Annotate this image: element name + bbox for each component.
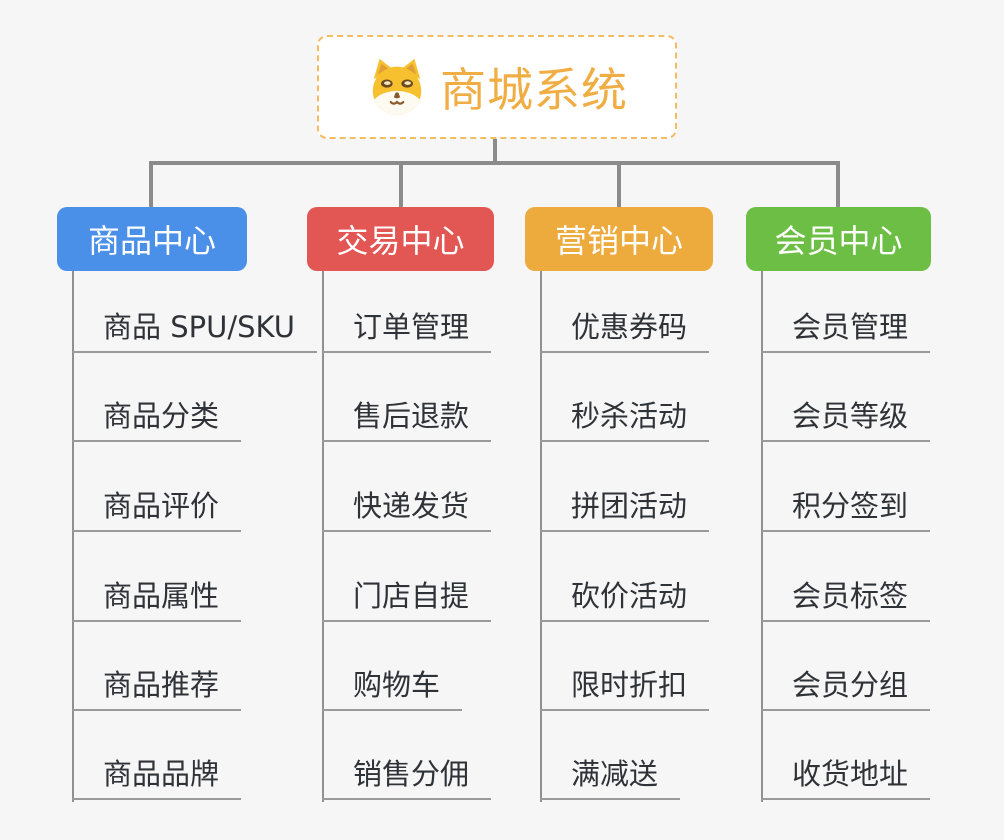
child-topic[interactable]: 优惠券码: [540, 309, 710, 353]
child-topic[interactable]: 售后退款: [322, 398, 492, 442]
branch-label: 会员中心: [774, 222, 903, 260]
branch-label: 交易中心: [336, 222, 465, 260]
branch-node-product-center[interactable]: 商品中心: [57, 207, 247, 271]
child-topic[interactable]: 会员分组: [761, 667, 931, 711]
connector-drop: [836, 163, 840, 207]
child-topic[interactable]: 收货地址: [761, 756, 931, 800]
root-node[interactable]: 商城系统: [317, 35, 677, 139]
branch-spine: [72, 271, 74, 802]
shiba-dog-icon: [372, 58, 422, 116]
child-topic[interactable]: 销售分佣: [322, 756, 492, 800]
connector-drop: [149, 163, 153, 207]
child-topic[interactable]: 商品品牌: [72, 756, 242, 800]
child-topic[interactable]: 会员等级: [761, 398, 931, 442]
child-topic[interactable]: 会员标签: [761, 578, 931, 622]
branch-node-member-center[interactable]: 会员中心: [746, 207, 931, 271]
child-topic[interactable]: 砍价活动: [540, 578, 710, 622]
branch-label: 营销中心: [554, 222, 683, 260]
connector-root-stub: [493, 139, 497, 165]
branch-node-marketing-center[interactable]: 营销中心: [525, 207, 713, 271]
child-topic[interactable]: 满减送: [540, 756, 681, 800]
child-topic[interactable]: 商品 SPU/SKU: [72, 309, 317, 353]
child-topic[interactable]: 购物车: [322, 667, 463, 711]
branch-label: 商品中心: [87, 222, 216, 260]
child-topic[interactable]: 限时折扣: [540, 667, 710, 711]
root-node-label: 商城系统: [440, 63, 628, 117]
child-topic[interactable]: 会员管理: [761, 309, 931, 353]
child-topic[interactable]: 商品推荐: [72, 667, 242, 711]
connector-bus: [149, 161, 840, 165]
child-topic[interactable]: 订单管理: [322, 309, 492, 353]
child-topic[interactable]: 积分签到: [761, 488, 931, 532]
connector-drop: [617, 163, 621, 207]
child-topic[interactable]: 商品评价: [72, 488, 242, 532]
child-topic[interactable]: 商品属性: [72, 578, 242, 622]
child-topic[interactable]: 快递发货: [322, 488, 492, 532]
branch-spine: [761, 271, 763, 802]
branch-spine: [322, 271, 324, 802]
connector-drop: [399, 163, 403, 207]
branch-spine: [540, 271, 542, 802]
child-topic[interactable]: 秒杀活动: [540, 398, 710, 442]
branch-node-trade-center[interactable]: 交易中心: [307, 207, 494, 271]
child-topic[interactable]: 商品分类: [72, 398, 242, 442]
child-topic[interactable]: 门店自提: [322, 578, 492, 622]
child-topic[interactable]: 拼团活动: [540, 488, 710, 532]
